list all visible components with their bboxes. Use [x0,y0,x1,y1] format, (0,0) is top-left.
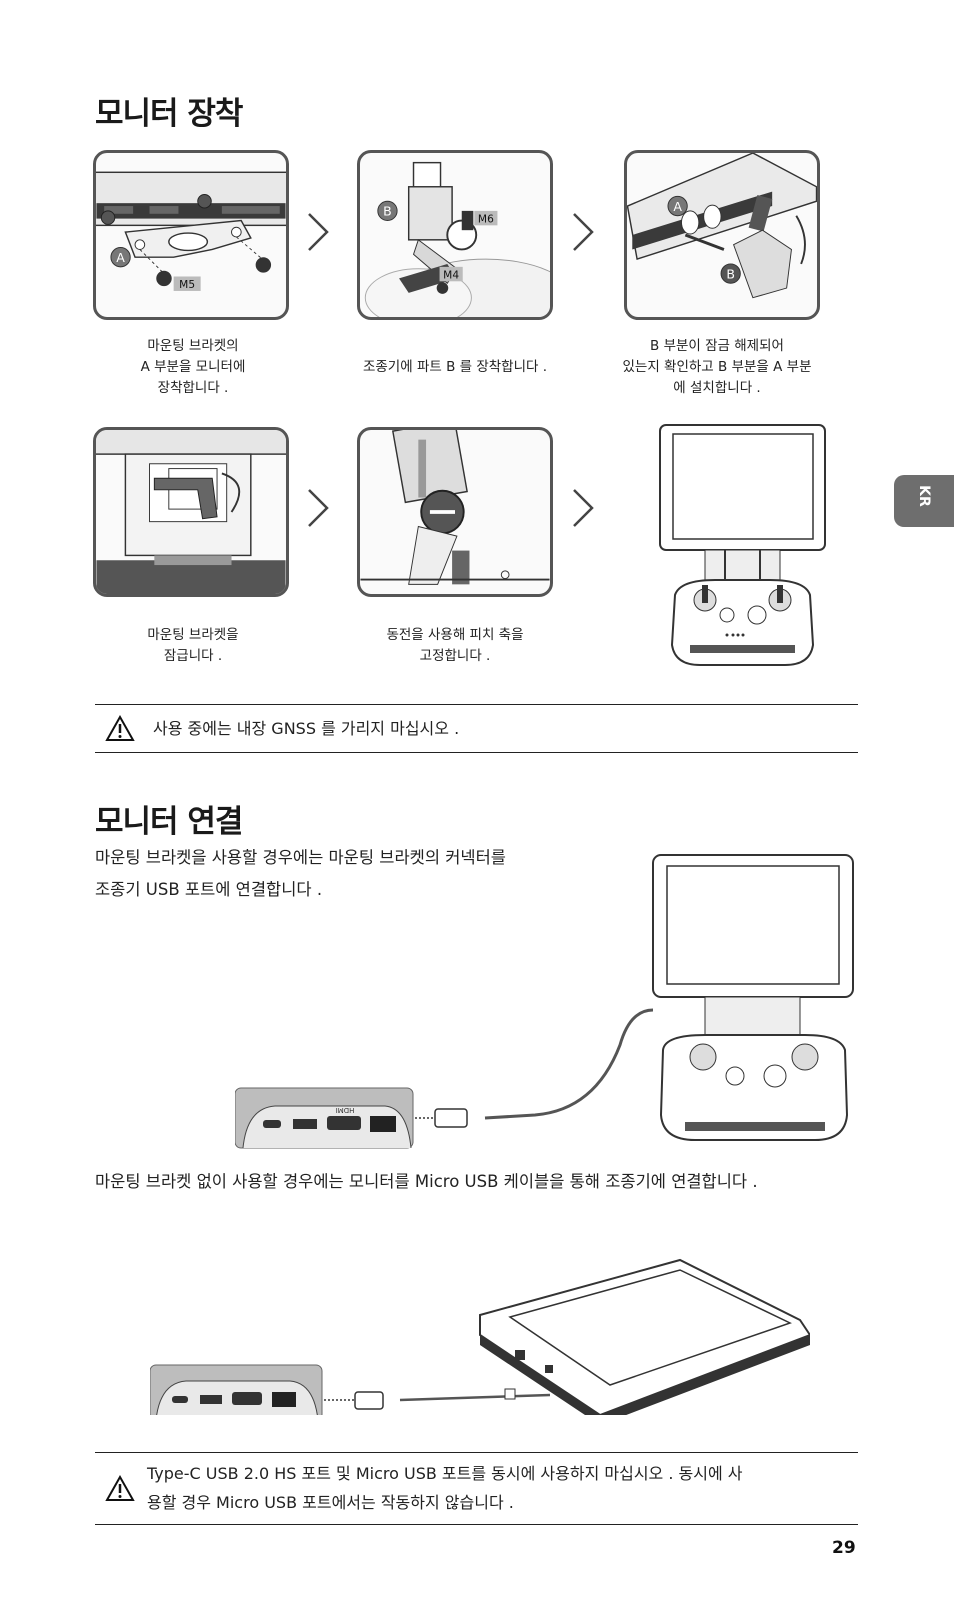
warning-icon [105,715,135,741]
bracket-usb-connection-drawing: HDMI [235,854,854,1149]
step-4-illustration [93,427,289,597]
micro-usb-connection-drawing [150,1258,810,1415]
warning-text: 사용 중에는 내장 GNSS 를 가리지 마십시오 . [153,719,460,738]
step-1-illustration: A M5 [93,150,289,320]
warning-text: Type-C USB 2.0 HS 포트 및 Micro USB 포트를 동시에… [147,1464,743,1512]
section-title-mount: 모니터 장착 [95,96,243,132]
hdmi-port-label: HDMI [336,1106,355,1114]
chevron-right-icon [573,213,594,251]
warning-icon [105,1475,135,1501]
step-2-illustration: B M6 M4 [357,150,553,320]
connect-alt-text: 마운팅 브라켓 없이 사용할 경우에는 모니터를 Micro USB 케이블을 … [95,1172,758,1191]
step-2-caption: 조종기에 파트 B 를 장착합니다 . [362,359,548,375]
warning-note-gnss: 사용 중에는 내장 GNSS 를 가리지 마십시오 . [95,704,858,753]
chevron-right-icon [308,213,329,251]
pitch-axis-coin-drawing [360,430,550,585]
bracket-lock-drawing [96,430,286,594]
language-code: KR [916,485,932,507]
monitor-bracket-a-drawing: A M5 [96,171,286,291]
step-3-illustration: A B [624,150,820,320]
section-title-connect: 모니터 연결 [95,804,243,840]
language-side-tab: KR [894,475,954,527]
remote-bracket-b-drawing: B M6 M4 [364,161,550,317]
step-4-caption: 마운팅 브라켓을 잠급니다 . [147,627,239,664]
step-3-caption: B 부분이 잠금 해제되어 있는지 확인하고 B 부분을 A 부분 에 설치합니… [622,338,812,396]
page-number: 29 [832,1538,856,1558]
label-m6: M6 [478,212,494,225]
bracket-ab-join-drawing: A B [627,153,817,299]
step-1-caption: 마운팅 브라켓의 A 부분을 모니터에 장착합니다 . [140,338,246,396]
label-m5: M5 [179,278,195,291]
connect-intro-text: 마운팅 브라켓을 사용할 경우에는 마운팅 브라켓의 커넥터를 조종기 USB … [95,848,506,899]
label-a: A [116,250,125,265]
chevron-right-icon [308,489,329,527]
warning-note-usb: Type-C USB 2.0 HS 포트 및 Micro USB 포트를 동시에… [95,1452,858,1525]
label-m4: M4 [443,268,459,281]
label-b: B [383,204,392,219]
step-5-illustration [357,427,553,597]
label-b: B [726,266,735,281]
label-a: A [673,199,682,214]
chevron-right-icon [573,489,594,527]
step-5-caption: 동전을 사용해 피치 축을 고정합니다 . [386,627,524,664]
assembled-monitor-remote-drawing [659,424,826,666]
